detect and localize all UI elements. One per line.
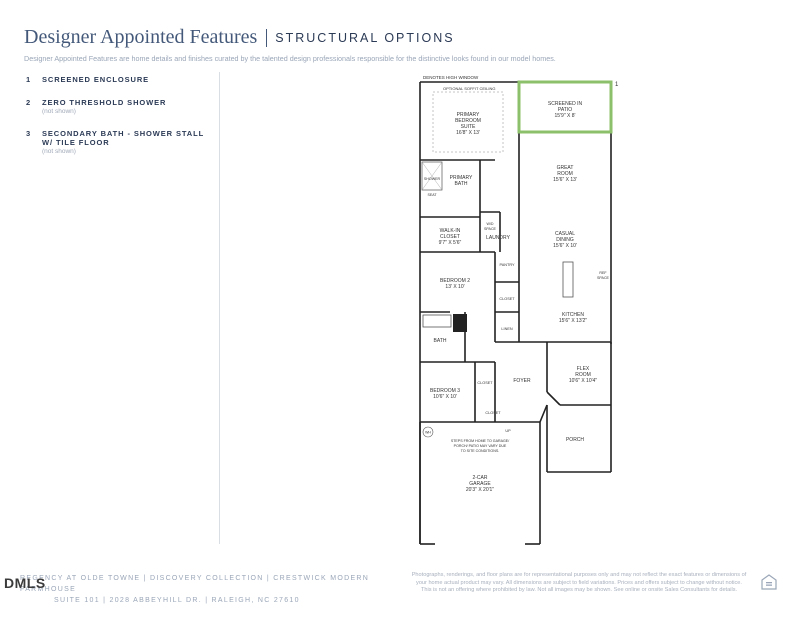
disclaimer-line: This is not an offering where prohibited… (420, 587, 738, 593)
room-label: PRIMARY (457, 112, 480, 118)
room-label: CLOSET (440, 234, 460, 240)
room-label: BEDROOM 2 (440, 278, 470, 284)
room-label: SPACE (597, 276, 610, 280)
equal-housing-icon (761, 574, 777, 590)
room-label: CLOSET (485, 411, 501, 415)
page-description: Designer Appointed Features are home det… (24, 54, 556, 63)
room-label: 2-CAR (472, 475, 487, 481)
room-label: GARAGE (469, 481, 491, 487)
option-item: 3 SECONDARY BATH - SHOWER STALL W/ TILE … (26, 129, 216, 155)
room-label: SEAT (427, 193, 437, 197)
room-dim: 16'8" X 13' (456, 130, 480, 136)
brand-watermark: DMLS (4, 575, 46, 591)
options-list: 1 SCREENED ENCLOSURE 2 ZERO THRESHOLD SH… (26, 75, 216, 169)
room-dim: 10'6" X 10' (433, 394, 457, 400)
option-number: 1 (26, 75, 31, 84)
page-title: Designer Appointed Features (24, 26, 258, 48)
room-dim: 13' X 10' (445, 284, 464, 290)
room-label: REF (599, 271, 607, 275)
room-label: WALK-IN (440, 228, 461, 234)
room-label: CLOSET (499, 297, 515, 301)
room-label: PATIO (558, 107, 572, 113)
room-label: BEDROOM (455, 118, 481, 124)
room-label: LAUNDRY (486, 235, 510, 241)
option-item: 1 SCREENED ENCLOSURE (26, 75, 216, 84)
option-number: 2 (26, 98, 31, 107)
room-label: GREAT (557, 165, 574, 171)
room-dim: 15'6" X 13' (553, 177, 577, 183)
soffit-label: OPTIONAL SOFFIT CEILING (443, 86, 495, 91)
page-subtitle: STRUCTURAL OPTIONS (275, 30, 455, 45)
wh-label: WH (425, 431, 431, 435)
room-dim: 15'9" X 8' (555, 113, 576, 119)
room-label: ROOM (557, 171, 573, 177)
room-dim: 20'3" X 20'1" (466, 487, 494, 493)
footer-disclaimer: Photographs, renderings, and floor plans… (404, 572, 754, 595)
room-dim: 15'6" X 10' (553, 243, 577, 249)
high-window-label: DENOTES HIGH WINDOW (423, 75, 479, 80)
room-label: FLEX (577, 366, 590, 372)
column-divider (219, 72, 220, 544)
room-label: BEDROOM 3 (430, 388, 460, 394)
option-label: SCREENED ENCLOSURE (42, 75, 150, 84)
room-dim: 10'6" X 10'4" (569, 378, 597, 384)
footer-line2: SUITE 101 | 2028 ABBEYHILL DR. | RALEIGH… (54, 597, 300, 604)
header: Designer Appointed Features STRUCTURAL O… (24, 26, 784, 63)
option-item: 2 ZERO THRESHOLD SHOWER (not shown) (26, 98, 216, 115)
room-label: PORCH (566, 437, 584, 443)
room-label: PANTRY (499, 263, 515, 267)
steps-note: TO SITE CONDITIONS. (461, 449, 499, 453)
disclaimer-line: Photographs, renderings, and floor plans… (411, 572, 747, 578)
floor-plan: DENOTES HIGH WINDOW OPTIONAL SOFFIT CEIL… (395, 72, 630, 552)
room-label: KITCHEN (562, 312, 584, 318)
room-dim: 15'6" X 13'2" (559, 318, 587, 324)
room-label: SHOWER (424, 177, 441, 181)
room-label: BATH (455, 181, 468, 187)
steps-note: PORCH/ PATIO MAY VARY DUE (454, 444, 507, 448)
option-note: (not shown) (42, 108, 76, 115)
stairs-label: UP (505, 429, 511, 433)
option-label: SECONDARY BATH - SHOWER STALL W/ TILE FL… (42, 129, 204, 147)
room-label: W/D (487, 222, 494, 226)
disclaimer-line: your home actual product may vary. All d… (416, 579, 742, 586)
option-label: ZERO THRESHOLD SHOWER (42, 98, 167, 107)
room-label: SPACE (484, 227, 497, 231)
title-divider (266, 28, 268, 47)
room-label: ROOM (575, 372, 591, 378)
room-label: BATH (434, 338, 447, 344)
footer-line1: REGENCY AT OLDE TOWNE | DISCOVERY COLLEC… (20, 575, 370, 593)
callout-number: 1 (615, 82, 619, 88)
title-row: Designer Appointed Features STRUCTURAL O… (24, 26, 784, 49)
room-label: SUITE (461, 124, 476, 130)
steps-note: STEPS FROM HOME TO GARAGE/ (451, 439, 509, 443)
room-dim: 9'7" X 5'6" (439, 240, 462, 246)
room-label: CASUAL (555, 231, 575, 237)
option-note: (not shown) (42, 148, 76, 155)
room-label: PRIMARY (450, 175, 473, 181)
room-label: FOYER (513, 378, 531, 384)
room-label: LINEN (501, 327, 512, 331)
footer-address: REGENCY AT OLDE TOWNE | DISCOVERY COLLEC… (4, 573, 414, 606)
room-label: DINING (556, 237, 574, 243)
room-label: SCREENED IN (548, 101, 583, 107)
option-number: 3 (26, 129, 31, 138)
room-label: CLOSET (477, 381, 493, 385)
floor-plan-svg: DENOTES HIGH WINDOW OPTIONAL SOFFIT CEIL… (419, 75, 619, 545)
